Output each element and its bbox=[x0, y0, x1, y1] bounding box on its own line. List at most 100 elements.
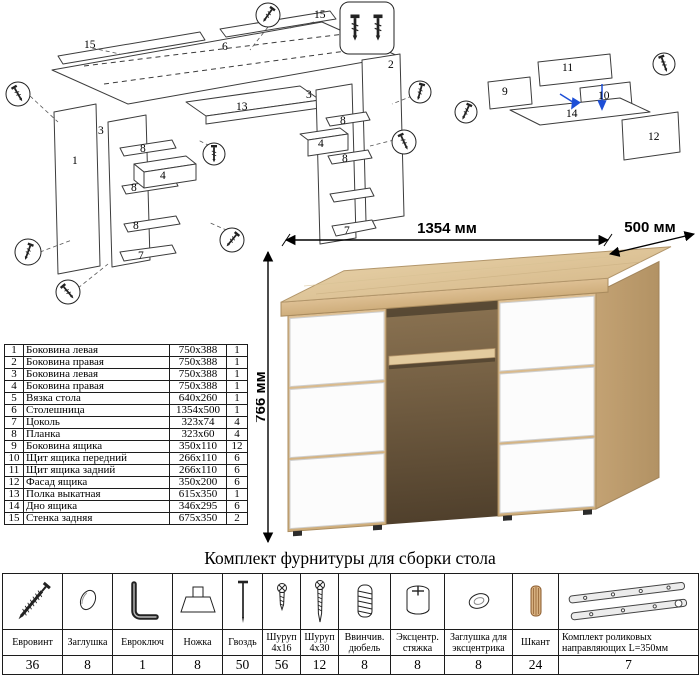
part-number-label: 9 bbox=[502, 86, 508, 98]
part-size: 615x350 bbox=[169, 488, 227, 501]
hardware-icon-cell bbox=[338, 573, 391, 630]
part-qty: 1 bbox=[226, 368, 248, 381]
part-name: Планка bbox=[23, 428, 170, 441]
back-panel bbox=[57, 31, 206, 65]
hardware-item-name: Заглушка bbox=[62, 629, 113, 656]
back-panel bbox=[219, 10, 337, 38]
part-qty: 6 bbox=[226, 500, 248, 513]
part-qty: 1 bbox=[226, 488, 248, 501]
depth-dimension-label: 500 мм bbox=[624, 220, 675, 236]
part-number-label: 7 bbox=[344, 225, 350, 237]
part-name: Боковина ящика bbox=[23, 440, 170, 453]
hardware-icon-cell bbox=[512, 573, 559, 630]
part-num: 9 bbox=[4, 440, 24, 453]
dimension-height: 766 мм bbox=[256, 250, 274, 544]
desk-front bbox=[280, 277, 609, 537]
cam-lock-icon bbox=[406, 585, 429, 614]
cap-icon bbox=[79, 589, 96, 610]
desk-foot bbox=[373, 524, 382, 531]
part-size: 350x110 bbox=[169, 440, 227, 453]
hardware-icon-cell bbox=[62, 573, 113, 630]
part-qty: 1 bbox=[226, 344, 248, 357]
part-number-label: 4 bbox=[160, 170, 166, 182]
part-qty: 6 bbox=[226, 452, 248, 465]
slat bbox=[325, 111, 371, 127]
part-number-label: 2 bbox=[388, 59, 394, 71]
part-name: Щит ящика задний bbox=[23, 464, 170, 477]
hardware-icon-cell bbox=[390, 573, 445, 630]
part-number-label: 15 bbox=[84, 39, 96, 51]
part-qty: 6 bbox=[226, 464, 248, 477]
hardware-item-name: Шкант bbox=[512, 629, 559, 656]
drawer-part-labels: 11 9 10 14 12 bbox=[502, 62, 660, 143]
part-name: Фасад ящика bbox=[23, 476, 170, 489]
part-size: 346x295 bbox=[169, 500, 227, 513]
hardware-item-qty: 36 bbox=[2, 655, 63, 675]
hardware-item-qty: 7 bbox=[558, 655, 699, 675]
part-qty: 4 bbox=[226, 416, 248, 429]
part-name: Столешница bbox=[23, 404, 170, 417]
hardware-item-name: Шуруп 4x16 bbox=[262, 629, 301, 656]
part-num: 12 bbox=[4, 476, 24, 489]
part-num: 14 bbox=[4, 500, 24, 513]
drawer-front bbox=[499, 437, 595, 514]
drawer-front bbox=[499, 366, 595, 443]
part-number-label: 8 bbox=[133, 220, 139, 232]
drawer-front bbox=[289, 453, 385, 530]
hardware-item-qty: 56 bbox=[262, 655, 301, 675]
part-number-label: 8 bbox=[342, 153, 348, 165]
part-number-label: 1 bbox=[72, 155, 78, 167]
part-name: Стенка задняя bbox=[23, 512, 170, 525]
hardware-item-qty: 8 bbox=[338, 655, 391, 675]
screw-long-icon bbox=[314, 579, 325, 622]
drawer-front bbox=[289, 311, 385, 388]
part-number-label: 14 bbox=[566, 108, 578, 120]
dimension-width: 1354 мм bbox=[281, 220, 613, 247]
desk-foot bbox=[503, 515, 512, 521]
part-size: 640x260 bbox=[169, 392, 227, 405]
part-size: 675x350 bbox=[169, 512, 227, 525]
part-qty: 1 bbox=[226, 392, 248, 405]
part-number-label: 3 bbox=[98, 125, 104, 137]
slat bbox=[329, 187, 375, 203]
part-qty: 4 bbox=[226, 428, 248, 441]
part-num: 13 bbox=[4, 488, 24, 501]
drawer-exploded-parts bbox=[487, 53, 681, 161]
slat bbox=[119, 139, 177, 157]
part-number-label: 8 bbox=[140, 143, 146, 155]
part-name: Вязка стола bbox=[23, 392, 170, 405]
hardware-table: Евровинт Заглушка Евроключ Ножка Гвоздь … bbox=[2, 573, 699, 675]
part-number-label: 7 bbox=[138, 250, 144, 262]
part-size: 1354x500 bbox=[169, 404, 227, 417]
part-size: 750x388 bbox=[169, 380, 227, 393]
drawer-front bbox=[289, 382, 385, 459]
hardware-icons-row bbox=[2, 573, 699, 630]
slat bbox=[327, 149, 373, 165]
hardware-item-qty: 1 bbox=[112, 655, 173, 675]
left-side-panel bbox=[53, 103, 101, 275]
assembly-diagram: 15 6 15 1 3 8 4 8 8 13 7 2 3 8 4 8 7 bbox=[5, 1, 432, 305]
hardware-icon-cell bbox=[444, 573, 513, 630]
part-number-label: 11 bbox=[562, 62, 573, 74]
desk-center-opening bbox=[386, 300, 498, 525]
part-number-label: 15 bbox=[314, 9, 326, 21]
wooden-dowel-icon bbox=[530, 585, 541, 616]
part-qty: 2 bbox=[226, 512, 248, 525]
drawer-bottom bbox=[509, 97, 651, 126]
part-size: 323x60 bbox=[169, 428, 227, 441]
part-number-label: 13 bbox=[236, 101, 248, 113]
confirmat-screw-icon bbox=[18, 581, 51, 619]
part-qty: 6 bbox=[226, 476, 248, 489]
part-size: 350x200 bbox=[169, 476, 227, 489]
part-num: 15 bbox=[4, 512, 24, 525]
hardware-item-name: Ввинчив. дюбель bbox=[338, 629, 391, 656]
hardware-icon-cell bbox=[558, 573, 699, 630]
